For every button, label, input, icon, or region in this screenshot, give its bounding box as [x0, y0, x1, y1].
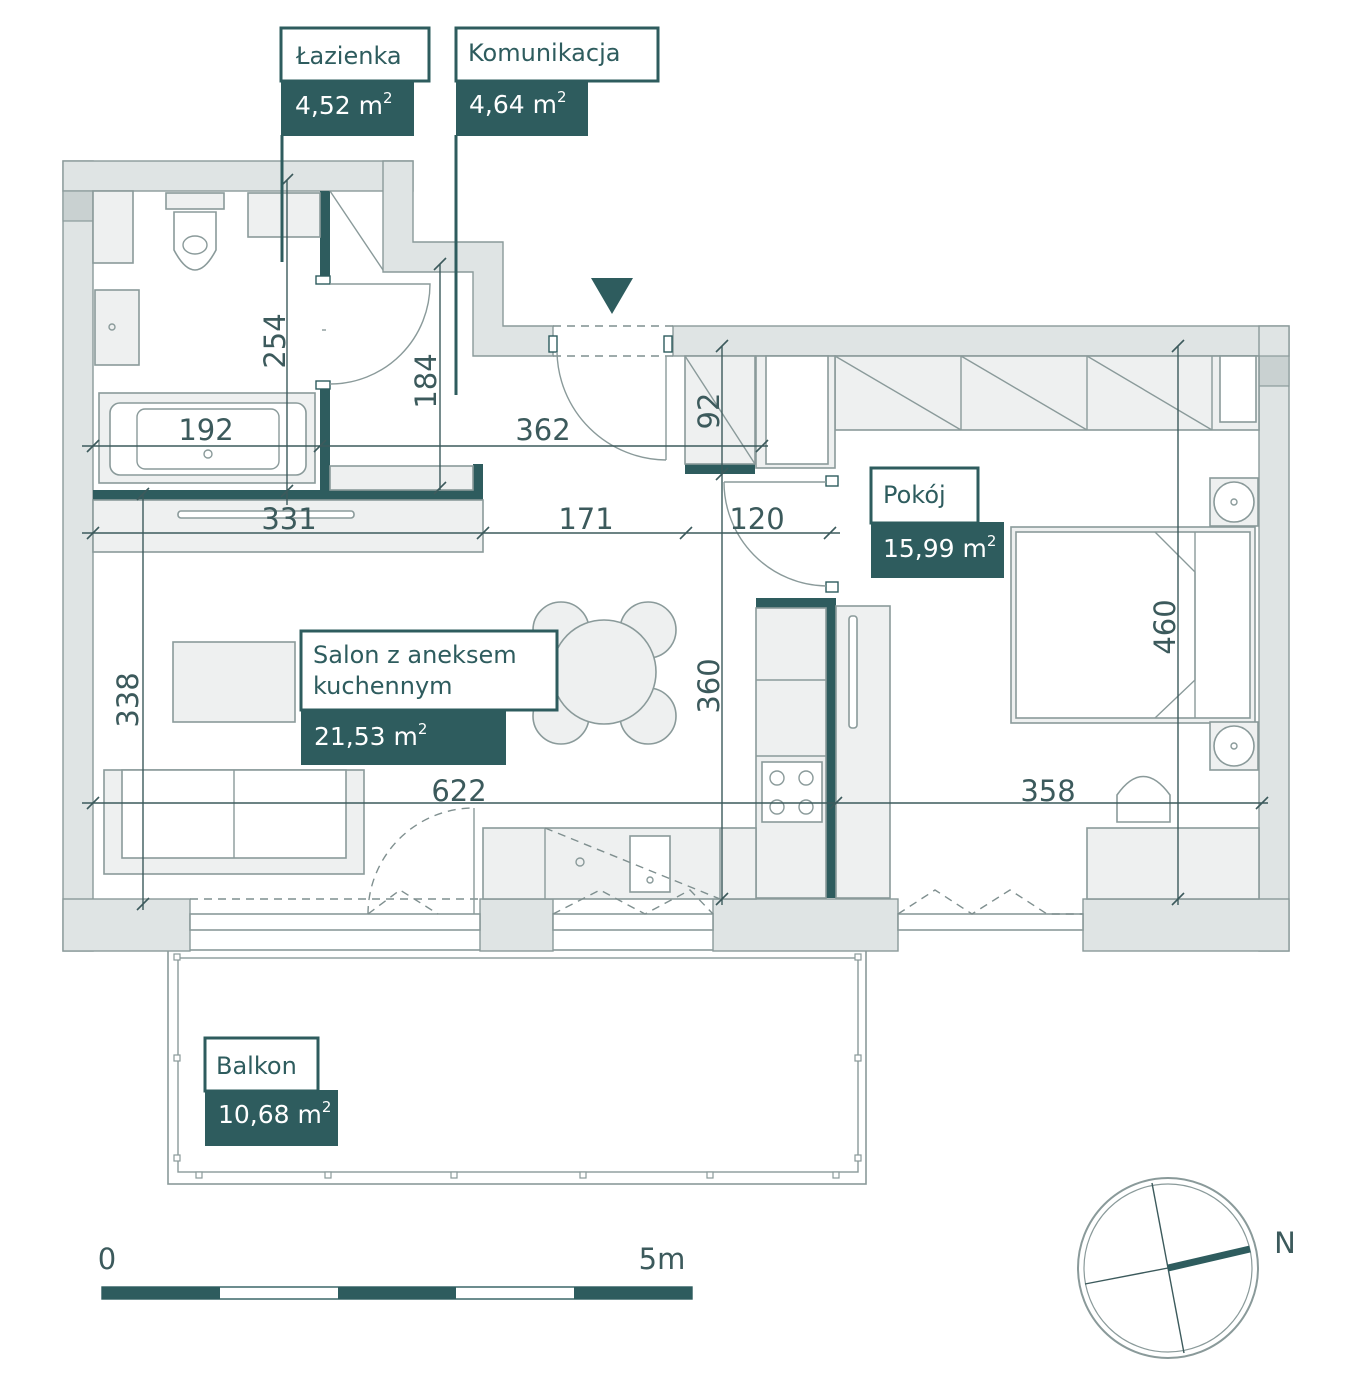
dining-table-icon: [532, 601, 677, 745]
room-area: 10,68 m2: [218, 1098, 331, 1129]
room-label-komunikacja: Komunikacja 4,64 m2: [454, 26, 660, 395]
dim-360: 360: [692, 658, 726, 713]
compass-north-label: N: [1274, 1226, 1296, 1260]
dim-460: 460: [1148, 599, 1182, 654]
dim-120: 120: [729, 502, 784, 536]
scale-start: 0: [98, 1242, 116, 1276]
dim-358: 358: [1020, 774, 1075, 808]
fridge-icon: [835, 605, 891, 899]
washbasin-icon: [94, 289, 140, 366]
dimension-lines: [82, 173, 1269, 911]
room-label-pokoj: Pokój 15,99 m2: [869, 466, 1004, 578]
entrance-arrow-icon: [591, 278, 633, 314]
room-name-line1: Salon z aneksem: [313, 641, 517, 669]
room-name: Łazienka: [295, 42, 402, 70]
dim-362: 362: [515, 413, 570, 447]
living-furniture: [103, 601, 677, 875]
room-label-balkon: Balkon 10,68 m2: [203, 1036, 338, 1146]
dim-192: 192: [178, 413, 233, 447]
room-name: Komunikacja: [468, 39, 620, 67]
chair-icon: [1116, 775, 1171, 823]
room-name: Balkon: [216, 1052, 297, 1080]
room-label-lazienka: Łazienka 4,52 m2: [279, 26, 431, 262]
room-name: Pokój: [883, 481, 946, 509]
room-area: 4,52 m2: [295, 89, 393, 120]
dim-622: 622: [431, 774, 486, 808]
tv-cabinet-icon: [172, 641, 296, 723]
dim-254: 254: [258, 313, 292, 368]
toilet-icon: [173, 211, 217, 271]
room-area: 15,99 m2: [883, 532, 996, 563]
compass-icon: N: [1077, 1177, 1296, 1359]
dim-171: 171: [558, 502, 613, 536]
bedroom-fixtures: [684, 355, 1260, 900]
dim-338: 338: [111, 672, 145, 727]
room-area: 4,64 m2: [469, 88, 567, 119]
room-name-line2: kuchennym: [313, 672, 453, 700]
cooktop-icon: [761, 761, 823, 823]
scale-bar: 0 5m: [98, 1242, 693, 1300]
room-area: 21,53 m2: [314, 720, 427, 751]
dimension-labels: 254 184 192 362 92 331 171 120 460 338 3…: [111, 313, 1182, 808]
dim-92: 92: [692, 393, 726, 430]
interior-walls: [93, 191, 836, 898]
bathroom-fixtures: [92, 190, 474, 491]
kitchen-fixtures: [482, 605, 891, 900]
doors: [315, 275, 1083, 915]
walls: [62, 160, 1290, 952]
hallway-fixtures: [92, 499, 484, 553]
scale-end: 5m: [639, 1242, 686, 1276]
dim-184: 184: [409, 353, 443, 408]
dim-331: 331: [261, 502, 316, 536]
room-label-salon: Salon z aneksem kuchennym 21,53 m2: [299, 629, 559, 765]
